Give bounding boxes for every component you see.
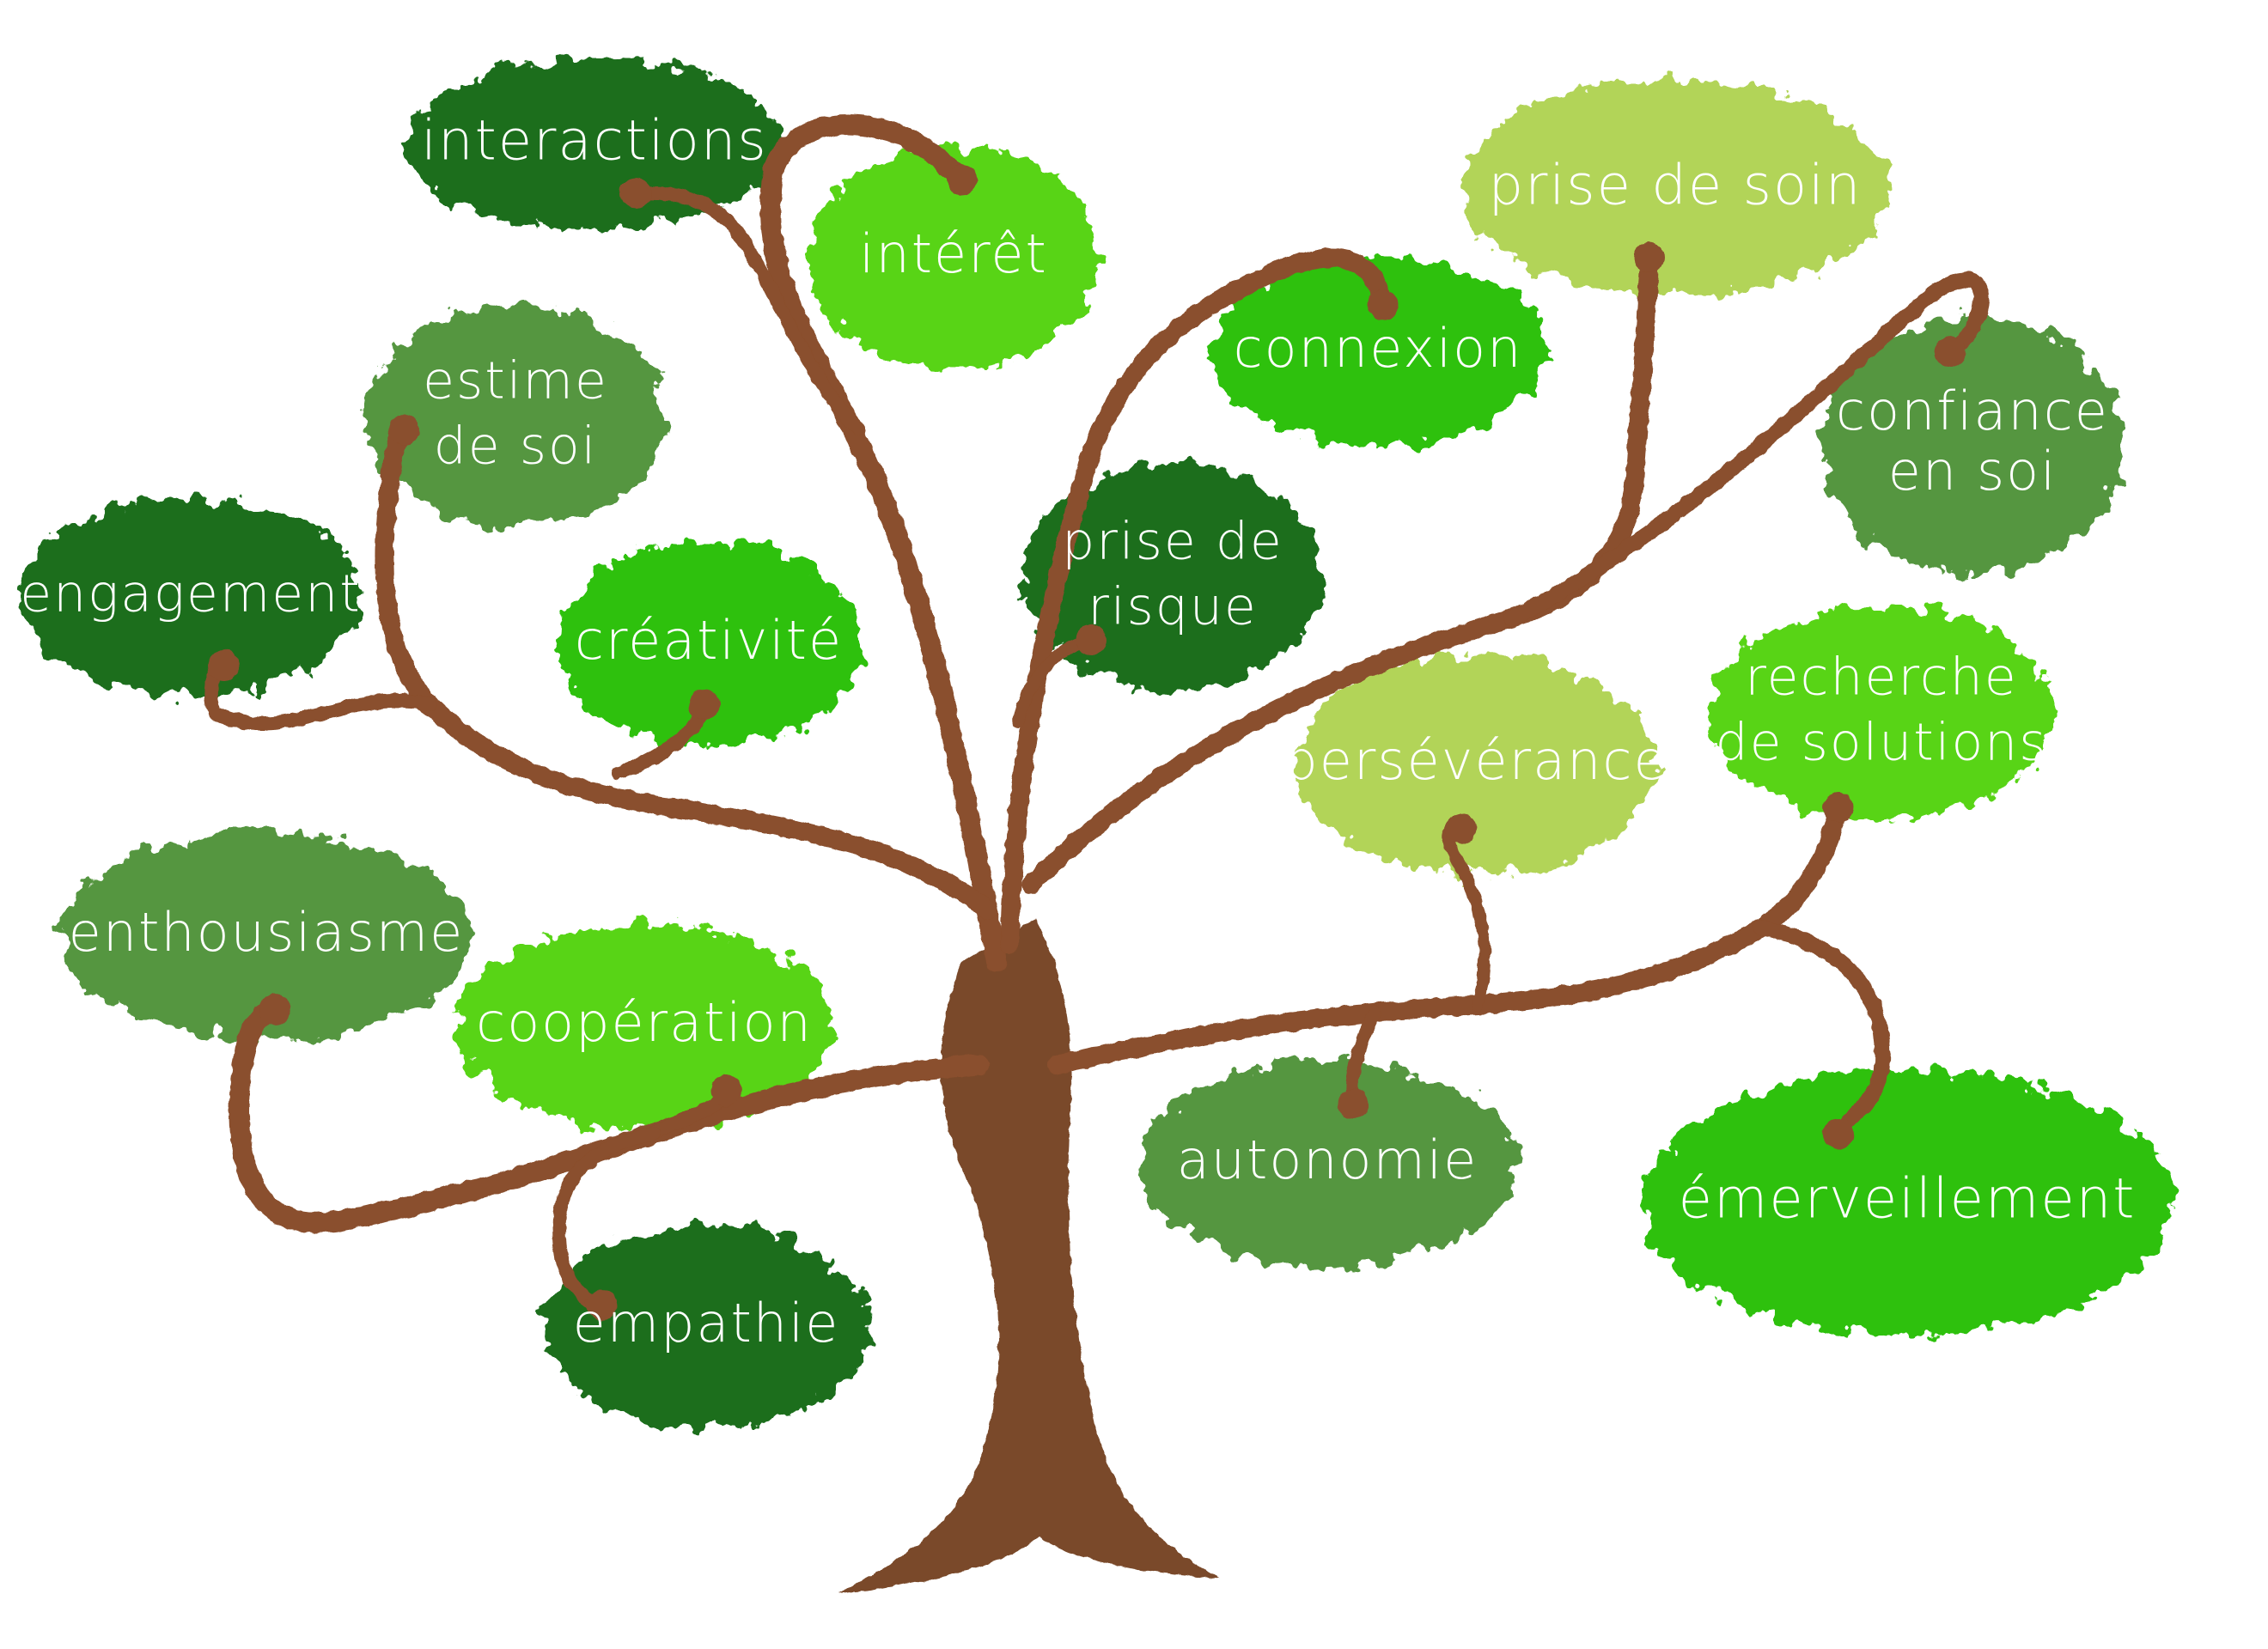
tree-trunk	[838, 919, 1220, 1593]
leaf-blobs	[19, 58, 2174, 1428]
branch-tip-8	[1445, 813, 1476, 844]
branch-tip-3	[1368, 289, 1399, 320]
branch-tip-10	[1823, 1118, 1854, 1149]
leaf-label-creativite: créativité	[575, 609, 843, 672]
branch-main-right	[1000, 248, 1393, 954]
branch-tip-15	[208, 650, 239, 681]
leaf-blob-prise-de-soin	[1460, 82, 1890, 296]
leaf-blob-emerveillement	[1641, 1069, 2174, 1336]
leaf-blob-connexion	[1210, 258, 1546, 447]
leaf-label-estime-de-soi-line-1: estime	[423, 351, 608, 411]
branch-tip-6	[1935, 337, 1966, 368]
leaf-label-interet: intérêt	[859, 222, 1048, 285]
branch-tip-11	[259, 994, 290, 1025]
branch-tip-2	[620, 178, 651, 209]
leaf-blob-perseverance	[1296, 654, 1656, 874]
leaf-label-prise-de-risque-line-2: risque	[1088, 577, 1258, 637]
leaf-label-empathie: empathie	[573, 1292, 840, 1354]
leaf-label-confiance-en-soi-line-2: en soi	[1888, 440, 2058, 502]
leaf-label-estime-de-soi-line-2: de soi	[434, 417, 598, 477]
branch-tip-16	[689, 689, 720, 720]
leaf-blob-enthousiasme	[60, 833, 472, 1039]
leaf-blob-autonomie	[1138, 1061, 1516, 1267]
leaf-labels: interactions intérêt connexion prise de soi…	[20, 110, 2137, 1355]
branch-interactions	[629, 186, 866, 436]
leaf-blob-engagement	[19, 498, 363, 696]
leaf-label-engagement: engagement	[20, 564, 362, 624]
leaf-label-cooperation: coopération	[476, 991, 813, 1054]
leaf-blob-creativite	[556, 543, 862, 745]
branch-tip-14	[388, 414, 419, 445]
branch-tip-9	[1338, 1088, 1369, 1119]
branch-tip-4	[1076, 624, 1107, 655]
branch-emerveillement	[1753, 920, 1891, 1141]
branch-tip-13	[586, 1290, 617, 1321]
branch-engagement	[204, 659, 436, 731]
branch-confiance	[1504, 272, 1990, 626]
branch-tip-7	[1823, 792, 1854, 823]
leaf-blob-interactions	[405, 58, 783, 230]
leaf-label-emerveillement: émerveillement	[1679, 1168, 2137, 1232]
leaf-blob-confiance-en-soi	[1820, 316, 2125, 574]
leaf-label-interactions: interactions	[421, 110, 767, 173]
branch-tip-5	[1634, 242, 1665, 273]
branch-upper-left	[375, 420, 997, 920]
leaf-blob-empathie	[543, 1226, 869, 1428]
leaf-label-autonomie: autonomie	[1177, 1129, 1478, 1191]
leaf-blob-interet	[808, 146, 1100, 369]
branch-lower-right	[1047, 798, 1848, 1074]
branch-lower-left	[229, 999, 990, 1233]
leaf-label-prise-de-risque-line-1: prise de	[1062, 512, 1283, 572]
branch-tip-12	[710, 1075, 741, 1106]
leaf-label-confiance-en-soi-line-1: confiance	[1836, 380, 2109, 442]
leaf-label-perseverance: persévérance	[1283, 729, 1667, 792]
leaf-label-recherche-de-solutions-line-2: de solutions	[1716, 713, 2048, 773]
branch-empathie	[552, 1127, 660, 1312]
leaf-label-connexion: connexion	[1234, 317, 1523, 380]
leaf-blob-cooperation	[455, 923, 833, 1129]
leaf-blob-recherche-de-solutions	[1710, 605, 2053, 820]
leaf-blob-estime-de-soi	[365, 305, 666, 528]
leaf-label-prise-de-soin: prise de soin	[1489, 155, 1863, 218]
branch-tip-1	[947, 165, 978, 196]
leaf-label-recherche-de-solutions-line-1: recherche	[1745, 648, 2017, 708]
leaf-label-enthousiasme: enthousiasme	[69, 901, 465, 964]
tree-trunk-group	[204, 114, 1990, 1593]
